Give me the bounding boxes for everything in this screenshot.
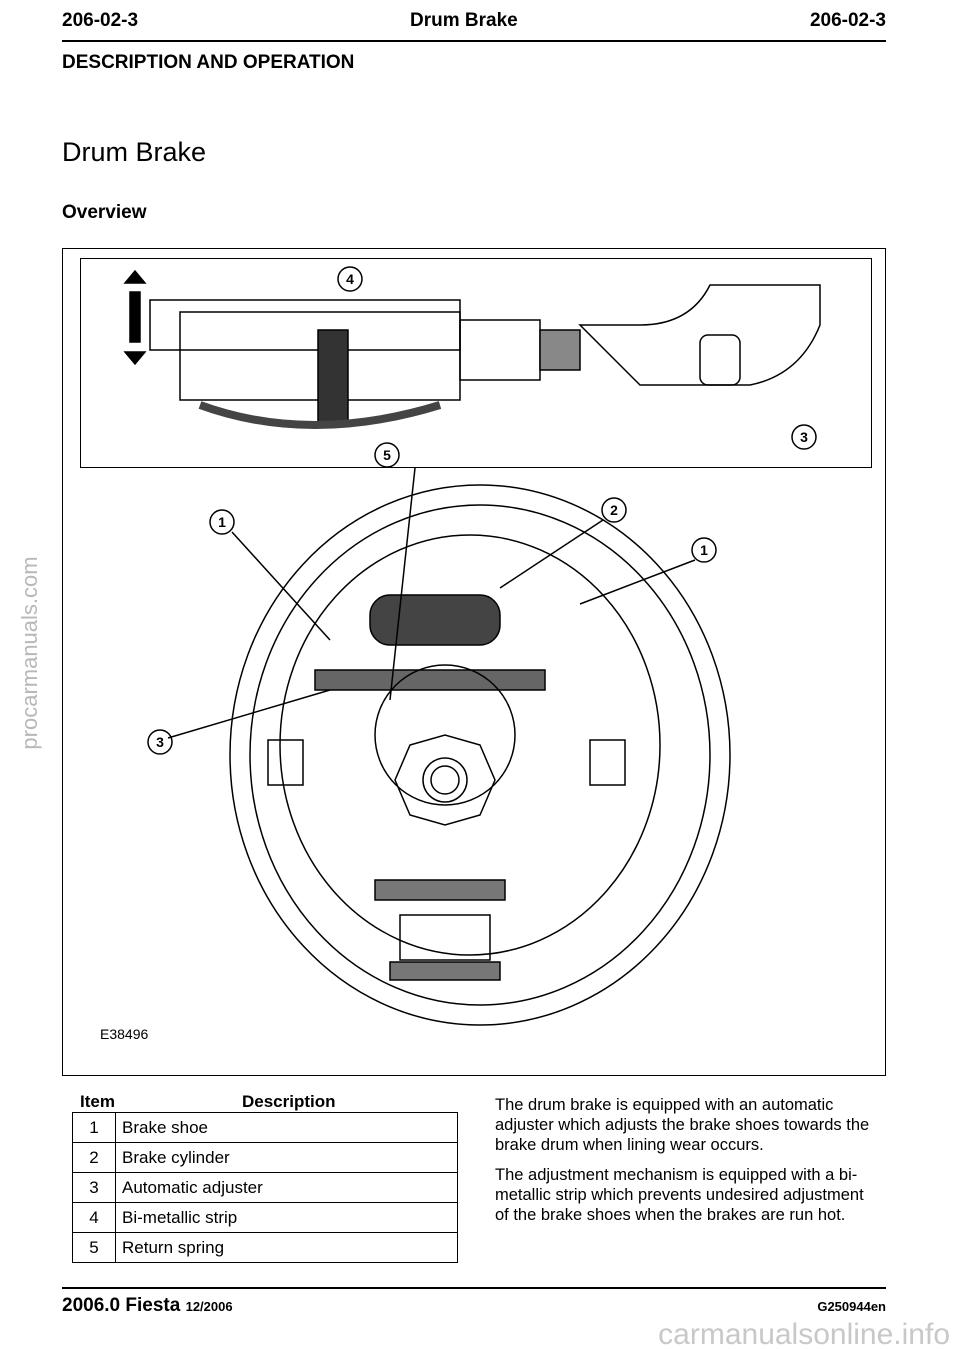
paragraph: The adjustment mechanism is equipped wit…: [495, 1166, 864, 1224]
header-section-number-right: 206-02-3: [809, 10, 886, 31]
watermark-vertical: procarmanuals.com: [17, 556, 42, 750]
item-description: Bi-metallic strip: [115, 1202, 458, 1233]
item-number: 4: [72, 1202, 116, 1233]
model-name: 2006.0 Fiesta: [62, 1295, 181, 1316]
figure-id: E38496: [100, 1026, 149, 1042]
item-description: Brake shoe: [115, 1112, 458, 1143]
header-section-number-left: 206-02-3: [62, 10, 139, 31]
item-number: 2: [72, 1142, 116, 1173]
description-text: The drum brake is equipped with an autom…: [495, 1095, 880, 1235]
figure-frame: [62, 248, 886, 1076]
item-description: Automatic adjuster: [115, 1172, 458, 1203]
footer-date: 12/2006: [185, 1299, 233, 1314]
callout-4: 4: [346, 271, 354, 287]
item-number: 3: [72, 1172, 116, 1203]
drum-brake-illustration: 4 5 3 1 2 1 3: [123, 266, 821, 1026]
page-title: Drum Brake: [62, 137, 207, 167]
description-column-header: Description: [242, 1092, 336, 1111]
subheading: Overview: [62, 202, 147, 223]
watermark-bottom: carmanualsonline.info: [658, 1318, 950, 1349]
item-number: 5: [72, 1232, 116, 1263]
callout-3: 3: [156, 734, 164, 750]
callout-5: 5: [383, 447, 391, 463]
section-heading: DESCRIPTION AND OPERATION: [62, 52, 355, 73]
footer-model: 2006.0 Fiesta 12/2006: [62, 1295, 233, 1317]
callout-1-right: 1: [700, 542, 708, 558]
callout-3-detail: 3: [800, 429, 808, 445]
item-number: 1: [72, 1112, 116, 1143]
paragraph: The drum brake is equipped with an autom…: [495, 1096, 870, 1154]
item-column-header: Item: [80, 1092, 115, 1111]
adjuster-detail-frame: [80, 258, 872, 468]
header-title: Drum Brake: [410, 10, 518, 31]
item-description: Brake cylinder: [115, 1142, 458, 1173]
callout-2: 2: [610, 502, 618, 518]
footer-code: G250944en: [817, 1299, 886, 1314]
callout-1-left: 1: [218, 514, 226, 530]
footer-rule: [62, 1287, 886, 1289]
header-rule: [62, 40, 886, 42]
item-description: Return spring: [115, 1232, 458, 1263]
